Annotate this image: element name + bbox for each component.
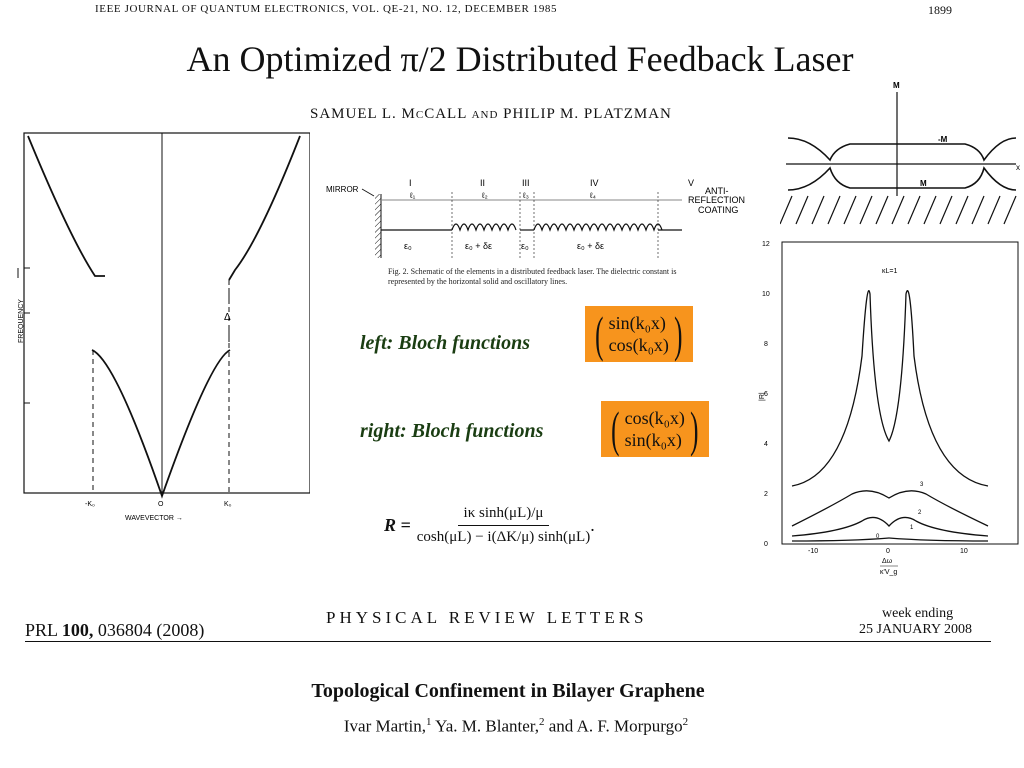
xtick-0: 0 <box>886 548 890 555</box>
tick-zero: O <box>158 501 164 508</box>
ytick-12: 12 <box>762 241 770 248</box>
kl-param: κL=1 <box>882 268 897 275</box>
ytick-4: 4 <box>764 441 768 448</box>
paper-authors: SAMUEL L. MCCALL AND PHILIP M. PLATZMAN <box>310 106 672 123</box>
xlabel-num: Δω <box>882 558 893 565</box>
length-3: ℓ₃ <box>522 191 529 200</box>
ytick-6: 6 <box>764 391 768 398</box>
upper-band-left <box>27 135 105 277</box>
mirror-label: MIRROR <box>326 185 359 194</box>
tick-neg-k0: -K₀ <box>85 501 95 508</box>
xlabel-den: κ'V_g <box>880 569 897 576</box>
eps-3: ε₀ <box>521 241 529 251</box>
m-top-label: M <box>893 81 900 90</box>
citation-number: 036804 (2008) <box>93 620 205 640</box>
author-blanter: Ya. M. Blanter, <box>431 716 539 736</box>
citation-volume: 100, <box>61 620 94 640</box>
bloch-right-bottom: sin(k₀x) <box>624 430 682 450</box>
tick-pos-k0: K₀ <box>224 501 232 508</box>
affil-1: 1 <box>426 716 432 728</box>
band-structure-plot: Δ FREQUENCY -K₀ O K₀ WAVEVECTOR → <box>17 132 310 522</box>
formula-end: . <box>590 515 595 535</box>
freq-label: FREQUENCY <box>18 299 25 343</box>
length-2: ℓ₂ <box>481 191 488 200</box>
bloch-right-top: cos(k₀x) <box>624 408 685 428</box>
eps-2: ε₀ + δε <box>465 241 492 251</box>
bloch-right-label: right: Bloch functions <box>360 420 544 442</box>
figure-caption: Fig. 2. Schematic of the elements in a d… <box>388 267 677 286</box>
paper2-authors: Ivar Martin,1 Ya. M. Blanter,2 and A. F.… <box>0 716 1024 737</box>
bloch-left-vector: ( sin(k₀x) cos(k₀x) ) <box>585 306 693 362</box>
minus-m-label: -M <box>938 135 948 144</box>
week-ending: week ending <box>882 606 954 621</box>
author2: PHILIP M. PLATZMAN <box>503 106 672 122</box>
author1-part: SAMUEL L. M <box>310 106 416 122</box>
curve-label-2: 2 <box>918 510 922 516</box>
affil-3: 2 <box>682 716 689 728</box>
m-label: M <box>920 179 927 188</box>
formula-fraction: iκ sinh(μL)/μ cosh(μL) − i(ΔK/μ) sinh(μL… <box>417 505 590 546</box>
paper-title: An Optimized π/2 Distributed Feedback La… <box>186 39 854 79</box>
gap-label: Δ <box>224 312 231 323</box>
page-number: 1899 <box>928 3 952 17</box>
ytick-2: 2 <box>764 491 768 498</box>
bloch-right-vector: ( cos(k₀x) sin(k₀x) ) <box>601 401 709 457</box>
author-martin: Ivar Martin, <box>343 716 427 736</box>
formula-denominator: cosh(μL) − i(ΔK/μ) sinh(μL) <box>416 529 591 545</box>
plot-frame <box>23 132 310 494</box>
curve-0 <box>791 537 989 542</box>
reflectivity-plot: 0 2 4 6 8 10 12 -10 0 10 |R| κL=1 Δω κ'V… <box>759 241 1019 576</box>
prl-journal-name: PHYSICAL REVIEW LETTERS <box>326 608 648 627</box>
eps-4: ε₀ + δε <box>577 241 604 251</box>
anti-label: ANTI- <box>705 186 729 196</box>
header-rule <box>25 641 991 642</box>
curve-label-0: 0 <box>876 534 880 540</box>
region-5: V <box>688 178 694 188</box>
upper-band-right <box>228 135 301 281</box>
bloch-left-top: sin(k₀x) <box>608 313 666 333</box>
author1-rest: CALL <box>424 106 467 122</box>
author-morpurgo: and A. F. Morpurgo <box>544 716 683 736</box>
affil-2: 2 <box>539 716 545 728</box>
wavevector-label: WAVEVECTOR → <box>125 515 183 522</box>
length-1: ℓ₁ <box>409 191 416 200</box>
reflection-label: REFLECTION <box>688 195 745 205</box>
region-3: III <box>522 178 530 188</box>
ytick-10: 10 <box>762 291 770 298</box>
region-2: II <box>480 178 485 188</box>
r-label: |R| <box>759 392 766 401</box>
region-4: IV <box>590 178 599 188</box>
curve-label-1: 1 <box>910 525 914 531</box>
curve-3 <box>791 290 989 487</box>
coating-label: COATING <box>698 205 738 215</box>
ytick-0: 0 <box>764 541 768 548</box>
prl-citation: PRL 100, 036804 (2008) <box>25 620 204 641</box>
region-1: I <box>409 178 412 188</box>
curve-label-3: 3 <box>920 482 924 488</box>
bloch-left-label: left: Bloch functions <box>360 332 531 354</box>
lower-band <box>91 349 231 499</box>
dfb-schematic: MIRROR I II III IV V ANTI- REFLECTION CO… <box>326 178 745 258</box>
and-word: AND <box>471 109 499 121</box>
journal-header: IEEE JOURNAL OF QUANTUM ELECTRONICS, VOL… <box>95 3 558 15</box>
eps-1: ε₀ <box>404 241 412 251</box>
author1-smallcap: C <box>415 109 425 121</box>
ytick-8: 8 <box>764 341 768 348</box>
x-label: x <box>1016 163 1020 172</box>
xtick-10: 10 <box>960 548 968 555</box>
paper2-title: Topological Confinement in Bilayer Graph… <box>311 680 705 702</box>
mass-domain-diagram: M x -M M <box>780 81 1020 225</box>
formula-numerator: iκ sinh(μL)/μ <box>457 505 550 526</box>
length-4: ℓ₄ <box>589 191 596 200</box>
formula-lhs: R = <box>384 515 411 535</box>
bloch-left-bottom: cos(k₀x) <box>608 335 669 355</box>
curve-1 <box>791 516 989 537</box>
citation-journal: PRL <box>25 620 62 640</box>
xtick-neg10: -10 <box>808 548 818 555</box>
curve-2 <box>791 490 989 527</box>
reflectivity-formula: R = iκ sinh(μL)/μ cosh(μL) − i(ΔK/μ) sin… <box>384 505 595 546</box>
issue-date: 25 JANUARY 2008 <box>859 622 973 637</box>
